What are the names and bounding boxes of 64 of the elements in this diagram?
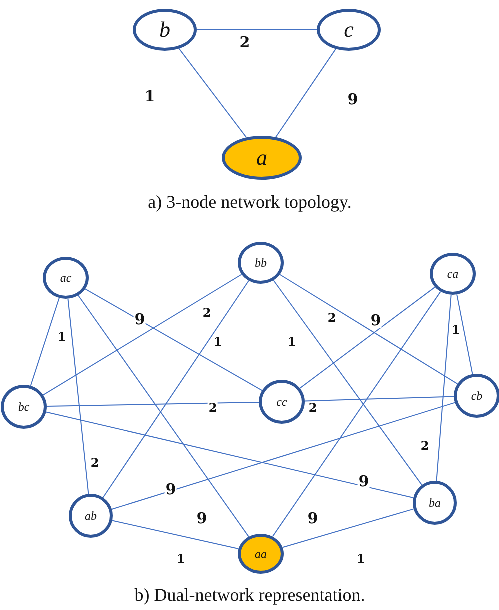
node-ellipse: [430, 253, 476, 295]
node-label: a: [256, 145, 268, 171]
edge-label: 9: [346, 92, 360, 108]
figure-caption: a) 3-node network topology.: [148, 192, 352, 213]
node-ellipse: [43, 257, 89, 299]
edge-label: 1: [450, 324, 462, 336]
edge-label: 9: [358, 474, 370, 490]
connector-line: [46, 402, 260, 408]
node-label: ca: [447, 266, 459, 282]
connector-line: [178, 48, 248, 138]
edge-label: 2: [90, 457, 100, 469]
connector-line: [30, 298, 60, 386]
connector-line: [78, 295, 250, 538]
edge-label: 2: [208, 402, 218, 414]
connector-line: [276, 48, 336, 138]
node-label: cb: [471, 388, 483, 404]
connector-line: [456, 294, 474, 375]
edge-label: 9: [164, 482, 178, 498]
node-label: ba: [429, 496, 441, 510]
edge-label: 1: [176, 553, 186, 565]
connector-line: [282, 508, 414, 548]
node-ellipse: [259, 380, 305, 424]
connector-line: [102, 280, 250, 498]
edge-label: 2: [326, 312, 338, 324]
figure-caption: b) Dual-network representation.: [134, 585, 366, 606]
connector-line: [112, 520, 240, 550]
edge-label: 1: [56, 331, 68, 343]
connector-line: [436, 294, 452, 482]
connector-line: [273, 280, 423, 486]
node-label: b: [160, 17, 170, 43]
node-label: cc: [276, 394, 288, 410]
node-label: ac: [60, 270, 72, 286]
node-ellipse: [413, 481, 457, 525]
edge-label: 2: [420, 440, 430, 452]
edge-label: 1: [286, 336, 298, 348]
node-label: bb: [255, 256, 267, 270]
node-ellipse: [238, 534, 284, 574]
edge-label: 1: [356, 553, 366, 565]
connector-line: [272, 291, 442, 538]
edge-label: 9: [370, 314, 382, 328]
edge-label: 2: [202, 307, 212, 319]
edge-label: 9: [306, 512, 320, 526]
edge-label: 2: [308, 402, 318, 414]
connector-line: [304, 396, 454, 402]
edge-label: 2: [238, 36, 252, 50]
connector-line: [112, 402, 456, 510]
node-ellipse: [69, 494, 113, 538]
edge-label: 1: [212, 336, 224, 348]
node-label: c: [344, 17, 354, 43]
connector-line: [84, 288, 263, 392]
connector-line: [280, 274, 458, 385]
connector-line: [42, 274, 242, 396]
connector-line: [68, 298, 90, 495]
connector-line: [46, 412, 414, 498]
edge-label: 9: [134, 312, 146, 328]
connector-line: [300, 286, 436, 389]
node-ellipse: [238, 242, 284, 284]
node-label: ab: [85, 508, 97, 524]
edge-label: 1: [144, 90, 156, 104]
edge-label: 9: [196, 512, 208, 526]
node-label: bc: [18, 400, 30, 414]
node-ellipse: [454, 374, 499, 418]
node-label: aa: [255, 546, 267, 562]
node-ellipse: [1, 385, 47, 429]
